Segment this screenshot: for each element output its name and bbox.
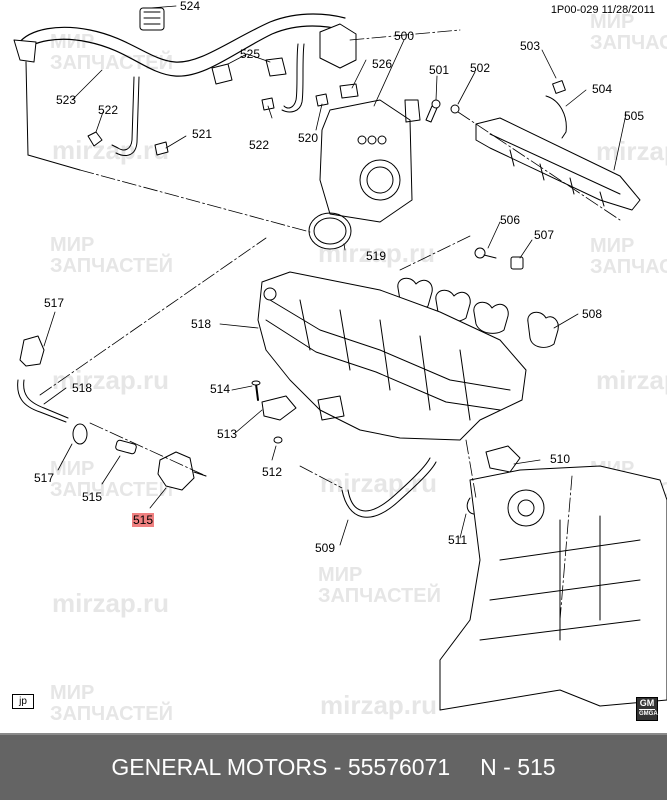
callout-501[interactable]: 501 bbox=[429, 63, 450, 77]
fuel-rail-505 bbox=[475, 80, 641, 211]
callout-516[interactable]: 515 bbox=[82, 490, 103, 504]
engine-block bbox=[439, 465, 667, 711]
callout-525[interactable]: 523 bbox=[56, 93, 77, 107]
callout-528[interactable]: 526 bbox=[372, 57, 393, 71]
gasket-521 bbox=[308, 212, 352, 250]
callout-521[interactable]: 519 bbox=[366, 249, 387, 263]
callout-518[interactable]: 518 bbox=[72, 381, 93, 395]
manufacturer-part-number: GENERAL MOTORS - 55576071 bbox=[111, 754, 451, 780]
parts-line-art bbox=[13, 5, 667, 711]
hose-525 bbox=[13, 7, 346, 171]
callout-522[interactable]: 520 bbox=[298, 131, 319, 145]
callout-511[interactable]: 511 bbox=[448, 533, 468, 547]
intake-manifold-520 bbox=[257, 271, 527, 441]
callout-522[interactable]: 521 bbox=[192, 127, 213, 141]
callout-506[interactable]: 506 bbox=[500, 213, 521, 227]
callout-514[interactable]: 514 bbox=[210, 382, 231, 396]
callout-510[interactable]: 510 bbox=[550, 452, 571, 466]
corner-tag: jp bbox=[12, 694, 34, 709]
callout-507[interactable]: 507 bbox=[534, 228, 555, 242]
part-info-footer: GENERAL MOTORS - 55576071 N - 515 bbox=[0, 733, 667, 800]
diagram-reference: 1P00-029 11/28/2011 bbox=[550, 4, 655, 16]
callout-503[interactable]: 503 bbox=[520, 39, 541, 53]
callout-500[interactable]: 500 bbox=[394, 29, 415, 43]
callout-524[interactable]: 522 bbox=[98, 103, 119, 117]
callout-527[interactable]: 525 bbox=[240, 47, 261, 61]
callout-502[interactable]: 502 bbox=[470, 61, 491, 75]
callout-512[interactable]: 512 bbox=[262, 465, 283, 479]
diagram-position: N - 515 bbox=[480, 754, 556, 780]
throttle-body-500 bbox=[319, 99, 421, 223]
callout-509[interactable]: 509 bbox=[315, 541, 336, 555]
callout-523[interactable]: 522 bbox=[249, 138, 270, 152]
callout-508[interactable]: 508 bbox=[582, 307, 603, 321]
clips bbox=[87, 23, 359, 156]
callout-517[interactable]: 517 bbox=[34, 471, 55, 485]
callout-526[interactable]: 524 bbox=[180, 0, 201, 13]
callout-505[interactable]: 505 bbox=[624, 109, 645, 123]
callout-513[interactable]: 513 bbox=[217, 427, 238, 441]
purge-valve-assembly bbox=[17, 335, 207, 491]
callout-515-highlighted[interactable]: 515 bbox=[132, 513, 155, 527]
callout-504[interactable]: 504 bbox=[592, 82, 613, 96]
callout-520[interactable]: 518 bbox=[191, 317, 212, 331]
callout-519[interactable]: 517 bbox=[44, 296, 65, 310]
